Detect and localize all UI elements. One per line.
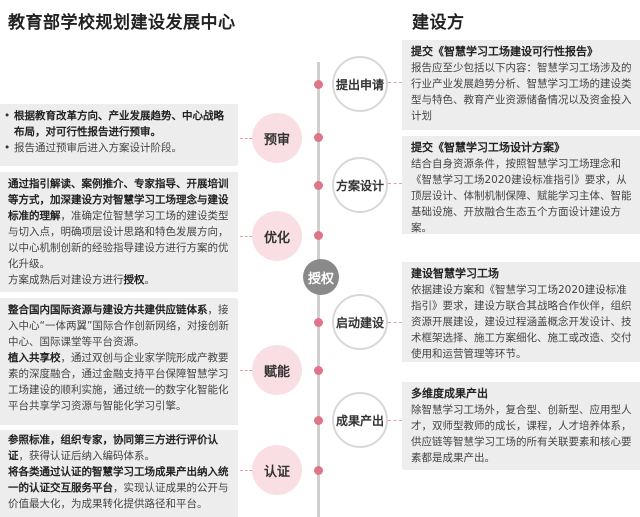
optimize-text: 通过指引解读、案例推介、专家指导、开展培训等方式，加深建设方对智慧学习工场理念与… bbox=[8, 176, 232, 288]
left-panel-empower bbox=[0, 298, 238, 425]
timeline-dot bbox=[314, 318, 323, 327]
build-title: 建设智慧学习工场 bbox=[411, 267, 499, 280]
apply-body: 报告应至少包括以下内容：智慧学习工场涉及的行业产业发展趋势分析、智慧学习工场的建… bbox=[411, 62, 632, 122]
stage-output: 成果产出 bbox=[332, 392, 388, 448]
empower-bold-2: 植入共享校 bbox=[8, 352, 61, 364]
apply-text: 提交《智慧学习工场建设可行性报告》 报告应至少包括以下内容：智慧学习工场涉及的行… bbox=[411, 44, 633, 124]
optimize-auth-bold: 授权 bbox=[123, 274, 145, 286]
timeline-dot bbox=[314, 181, 323, 190]
empower-rest-2: ，通过双创与企业家学院形成产教要素的深度融合，通过金融支持平台保障智慧学习工场建… bbox=[8, 352, 229, 412]
phase-prereview: 预审 bbox=[252, 113, 302, 163]
output-body: 除智慧学习工场外，复合型、创新型、应用型人才，双师型教师的成长，课程，人才培养体… bbox=[411, 404, 632, 464]
connector-design bbox=[388, 183, 402, 184]
build-text: 建设智慧学习工场 依据建设方案和《智慧学习工场2020建设标准指引》要求，建设方… bbox=[411, 266, 633, 362]
prereview-bullet-2: 报告通过预审后进入方案设计阶段。 bbox=[14, 142, 182, 154]
prereview-text: 根据教育改革方向、产业发展趋势、中心战略布局，对可行性报告进行预审。 报告通过预… bbox=[4, 108, 234, 156]
timeline-dot bbox=[314, 416, 323, 425]
phase-certify: 认证 bbox=[252, 445, 302, 495]
certify-rest-1: ，获得认证后纳入编码体系。 bbox=[18, 450, 156, 462]
prereview-bullet-1: 根据教育改革方向、产业发展趋势、中心战略布局，对可行性报告进行预审。 bbox=[14, 110, 224, 138]
phase-optimize: 优化 bbox=[252, 211, 302, 261]
apply-title: 提交《智慧学习工场建设可行性报告》 bbox=[411, 45, 598, 58]
build-body: 依据建设方案和《智慧学习工场2020建设标准指引》要求，建设方联合其战略合作伙伴… bbox=[411, 284, 632, 360]
certify-text: 参照标准，组织专家，协同第三方进行评价认证，获得认证后纳入编码体系。 将各类通过… bbox=[8, 432, 232, 512]
timeline-dot bbox=[314, 466, 323, 475]
phase-empower: 赋能 bbox=[252, 345, 302, 395]
stage-build: 启动建设 bbox=[332, 294, 388, 350]
right-panel-apply bbox=[402, 40, 640, 130]
empower-text: 整合国内国际资源与建设方共建供应链体系，接入中心“一体两翼”国际合作创新网络，对… bbox=[8, 302, 232, 414]
connector-build bbox=[388, 322, 402, 323]
optimize-bold: 通过指引解读、案例推介、专家指导、开展培训等方式，加深建设方对智慧学习工场理念与… bbox=[8, 178, 229, 222]
left-panel-optimize bbox=[0, 172, 238, 292]
output-title: 多维度成果产出 bbox=[411, 387, 488, 400]
right-panel-build bbox=[402, 262, 640, 362]
stage-design: 方案设计 bbox=[332, 157, 388, 213]
authorization-node: 授权 bbox=[303, 259, 339, 295]
left-header: 教育部学校规划建设发展中心 bbox=[8, 13, 236, 33]
timeline-dot bbox=[314, 133, 323, 142]
optimize-auth-pre: 方案成熟后对建设方进行 bbox=[8, 274, 124, 286]
right-panel-output bbox=[402, 382, 640, 470]
left-panel-certify bbox=[0, 430, 238, 517]
optimize-rest: ，准确定位智慧学习工场的建设类型与切入点，明确项层设计思路和特色发展方向，以中心… bbox=[8, 210, 229, 270]
empower-bold-1: 整合国内国际资源与建设方共建供应链体系 bbox=[8, 304, 208, 316]
right-header: 建设方 bbox=[412, 13, 465, 33]
certify-bold-1: 参照标准，组织专家，协同第三方进行评价认证 bbox=[8, 434, 218, 462]
timeline-dot bbox=[314, 80, 323, 89]
certify-bold-2: 将各类通过认证的智慧学习工场成果产出纳入统一的认证交互服务平台 bbox=[8, 466, 229, 494]
output-text: 多维度成果产出 除智慧学习工场外，复合型、创新型、应用型人才，双师型教师的成长，… bbox=[411, 386, 633, 466]
connector-output bbox=[388, 420, 402, 421]
certify-rest-2: ，实现认证成果的公开与价值最大化，为成果转化提供路径和平台。 bbox=[8, 482, 229, 510]
design-body: 结合自身资源条件，按照智慧学习工场理念和《智慧学习工场2020建设标准指引》要求… bbox=[411, 158, 632, 234]
timeline-dot bbox=[314, 231, 323, 240]
stage-apply: 提出申请 bbox=[332, 56, 388, 112]
right-panel-design bbox=[402, 136, 640, 234]
timeline-dot bbox=[314, 366, 323, 375]
design-text: 提交《智慧学习工场设计方案》 结合自身资源条件，按照智慧学习工场理念和《智慧学习… bbox=[411, 140, 633, 236]
design-title: 提交《智慧学习工场设计方案》 bbox=[411, 141, 565, 154]
empower-rest-1: ，接入中心“一体两翼”国际合作创新网络，对接创新中心、国际课堂等平台资源。 bbox=[8, 304, 229, 348]
connector-apply bbox=[388, 82, 402, 83]
optimize-auth-post: 。 bbox=[144, 274, 156, 286]
